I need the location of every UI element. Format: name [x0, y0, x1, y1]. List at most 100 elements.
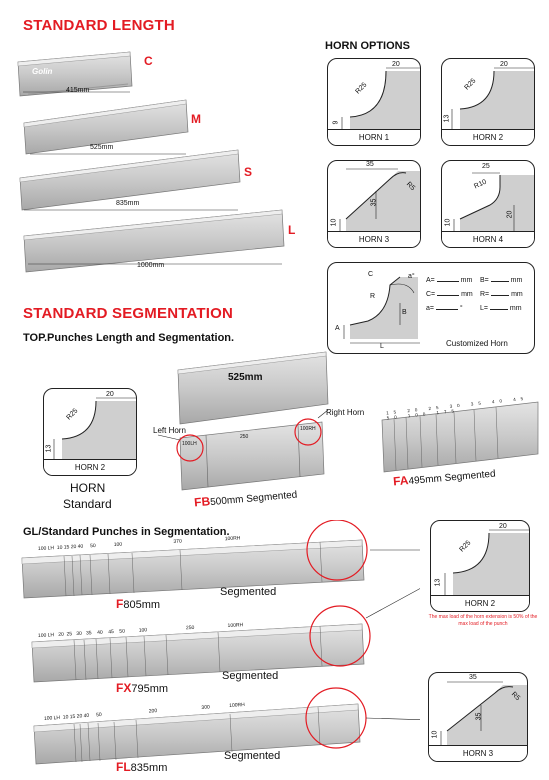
horn-3-diagram — [339, 168, 420, 233]
gl-horn-3-side-dim: 10 — [431, 730, 439, 739]
fb-right-horn-label: Right Horn — [326, 408, 365, 417]
fb-segment-rh: 100RH — [300, 426, 316, 432]
fl-code: FL — [116, 760, 131, 774]
horn-standard-caption-1: HORN — [70, 481, 106, 495]
custom-field-c: C= mm — [426, 291, 473, 298]
gl-horn-3-top-dim: 35 — [469, 674, 477, 681]
gl-title: GL/Standard Punches in Segmentation. — [23, 526, 230, 538]
horn-2-card: 20 R25 13 HORN 2 — [441, 58, 535, 146]
gl-horn-3-label: HORN 3 — [429, 745, 527, 761]
length-code-s: S — [244, 165, 253, 179]
standard-length-illustrations — [17, 51, 285, 273]
bar-c — [17, 51, 133, 97]
horn-1-top-dim: 20 — [392, 61, 400, 68]
horn-1-card: 20 R25 9 HORN 1 — [327, 58, 421, 146]
horn-standard-card: 20 R25 13 HORN 2 — [43, 388, 137, 476]
f-length: 805mm — [123, 599, 161, 611]
custom-a-dim: A — [335, 325, 340, 332]
horn-2-side-dim: 13 — [443, 114, 451, 123]
fx-code: FX — [116, 681, 132, 695]
length-value-c: 415mm — [66, 87, 90, 94]
horn-4-top-dim: 25 — [482, 163, 490, 170]
gl-horn-2-label: HORN 2 — [431, 595, 529, 611]
length-value-l: 1000mm — [137, 262, 165, 269]
horn-standard-diagram — [53, 397, 136, 461]
gl-horn-2-side-dim: 13 — [434, 578, 442, 587]
horn-2-top-dim: 20 — [500, 61, 508, 68]
punch-525 — [177, 351, 329, 425]
horn-3-height-dim: 35 — [370, 198, 378, 207]
punch-f — [21, 520, 368, 599]
horn-1-side-dim: 9 — [332, 120, 340, 125]
fx-caption: FX795mm — [116, 681, 168, 695]
custom-horn-card: C a° R B A L A= mm B= mm C= mm R= mm a= … — [327, 262, 535, 354]
bar-l — [23, 209, 285, 273]
length-code-m: M — [191, 112, 201, 126]
segmented-punch-illustrations — [157, 351, 539, 491]
punch-fb — [157, 409, 329, 491]
fl-length: 835mm — [130, 762, 168, 774]
horn-1-label: HORN 1 — [328, 129, 420, 145]
horn-standard-top-dim: 20 — [106, 391, 114, 398]
fa-code: FA — [392, 473, 410, 489]
custom-horn-caption: Customized Horn — [446, 339, 508, 348]
horn-standard-label: HORN 2 — [44, 459, 136, 475]
horn-options-title: HORN OPTIONS — [325, 40, 410, 52]
punch-525-length: 525mm — [228, 372, 263, 383]
length-value-m: 525mm — [90, 144, 114, 151]
fx-length: 795mm — [131, 683, 169, 695]
punch-fa — [381, 401, 539, 473]
bar-m — [23, 99, 189, 155]
custom-horn-diagram — [343, 276, 420, 344]
gl-horn-3-height-dim: 35 — [475, 712, 483, 721]
standard-length-title: STANDARD LENGTH — [23, 17, 175, 34]
f-caption: F805mm — [116, 597, 160, 611]
custom-field-l: L= mm — [480, 305, 522, 312]
gl-horn-note: The max load of the horn extension is 50… — [428, 614, 538, 627]
horn-4-height-dim: 20 — [506, 210, 514, 219]
fb-segment-lh: 100LH — [182, 441, 197, 447]
horn-3-label: HORN 3 — [328, 231, 420, 247]
length-value-s: 835mm — [116, 200, 140, 207]
fb-segment-mid: 250 — [240, 434, 249, 440]
custom-b-dim: B — [402, 309, 407, 316]
bar-s — [19, 149, 241, 211]
custom-c-dim: C — [368, 271, 374, 278]
gl-horn-3-card: 35 R5 35 10 HORN 3 — [428, 672, 528, 762]
custom-field-angle: a= ° — [426, 305, 463, 312]
custom-r-dim: R — [370, 293, 376, 300]
gl-horn-3-diagram — [440, 681, 527, 747]
f-code: F — [116, 597, 124, 611]
gl-punch-illustrations — [21, 520, 420, 765]
punch-fx — [31, 605, 371, 683]
custom-field-a: A= mm — [426, 277, 473, 284]
brand-logo: Golin — [32, 67, 53, 76]
fl-caption: FL835mm — [116, 760, 167, 774]
horn-1-diagram — [341, 67, 420, 131]
custom-field-r: R= mm — [480, 291, 523, 298]
punch-fl — [33, 687, 367, 765]
fx-segmented-label: Segmented — [222, 670, 279, 682]
fb-left-horn-label: Left Horn — [153, 426, 186, 435]
horn-3-card: 35 R5 35 10 HORN 3 — [327, 160, 421, 248]
horn-standard-side-dim: 13 — [45, 444, 53, 453]
fb-code: FB — [193, 494, 211, 510]
horn-standard-caption-2: Standard — [63, 497, 112, 511]
gl-horn-2-top-dim: 20 — [499, 523, 507, 530]
fl-segmented-label: Segmented — [224, 750, 281, 762]
gl-horn-2-card: 20 R25 13 HORN 2 — [430, 520, 530, 612]
length-code-c: C — [144, 54, 153, 68]
horn-4-diagram — [453, 172, 534, 233]
f-segmented-label: Segmented — [220, 586, 277, 598]
horn-4-side-dim: 10 — [444, 218, 452, 227]
custom-angle-dim: a° — [408, 273, 415, 280]
length-code-l: L — [288, 223, 296, 237]
custom-l-dim: L — [380, 343, 384, 350]
custom-field-b: B= mm — [480, 277, 523, 284]
standard-segmentation-title: STANDARD SEGMENTATION — [23, 305, 234, 322]
gl-horn-2-diagram — [444, 529, 529, 597]
horn-2-diagram — [451, 67, 534, 131]
horn-3-top-dim: 35 — [366, 161, 374, 168]
horn-3-side-dim: 10 — [330, 218, 338, 227]
horn-2-label: HORN 2 — [442, 129, 534, 145]
